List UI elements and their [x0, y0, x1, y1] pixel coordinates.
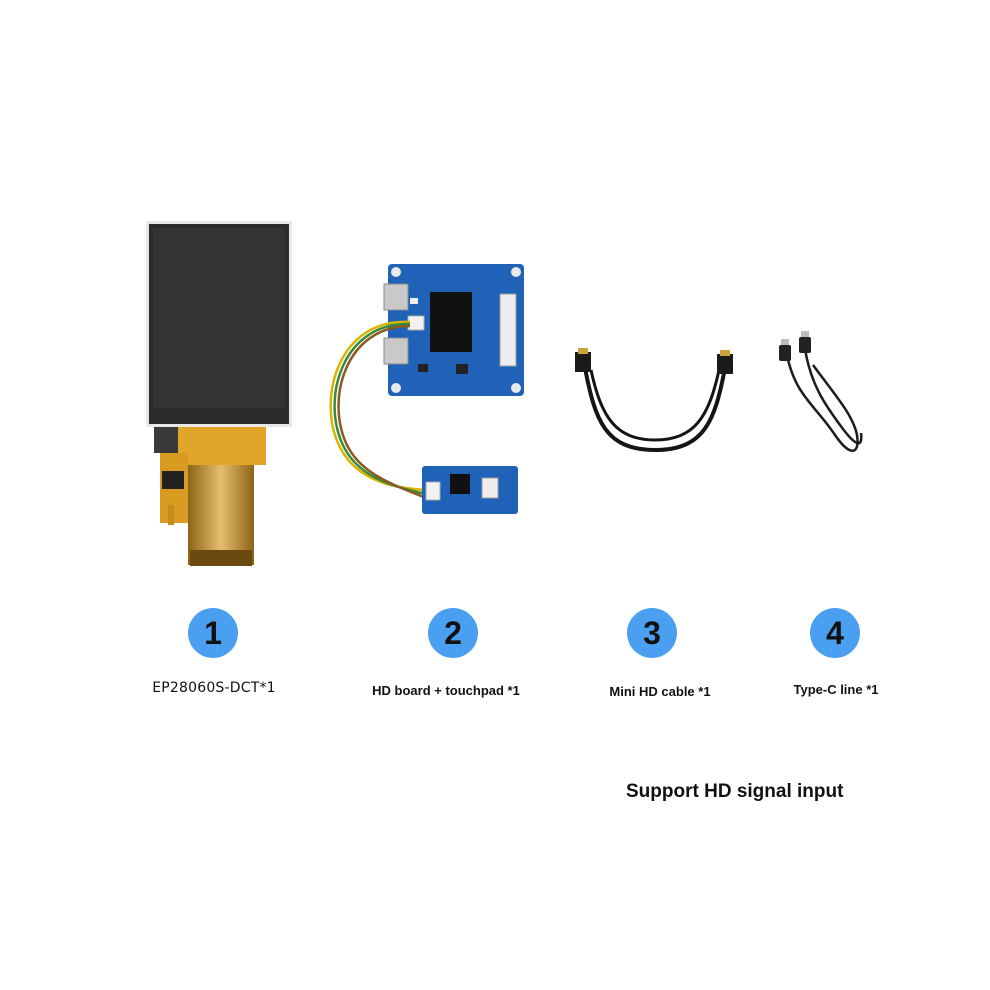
- driver-board-image: [329, 264, 524, 514]
- item-caption: Mini HD cable *1: [609, 684, 711, 699]
- item-number-badge: 4: [810, 608, 860, 658]
- signal-support-note: Support HD signal input: [626, 781, 844, 802]
- usb-type-c-cable-image: [779, 331, 863, 452]
- lcd-display-panel-image: [146, 221, 292, 566]
- mini-hdmi-cable-image: [575, 348, 733, 453]
- item-caption: Type-C line *1: [793, 682, 879, 697]
- item-caption: EP28060S-DCT*1: [152, 680, 276, 696]
- item-caption: HD board + touchpad *1: [372, 683, 520, 698]
- item-number-badge: 1: [188, 608, 238, 658]
- item-number-badge: 2: [428, 608, 478, 658]
- item-number-badge: 3: [627, 608, 677, 658]
